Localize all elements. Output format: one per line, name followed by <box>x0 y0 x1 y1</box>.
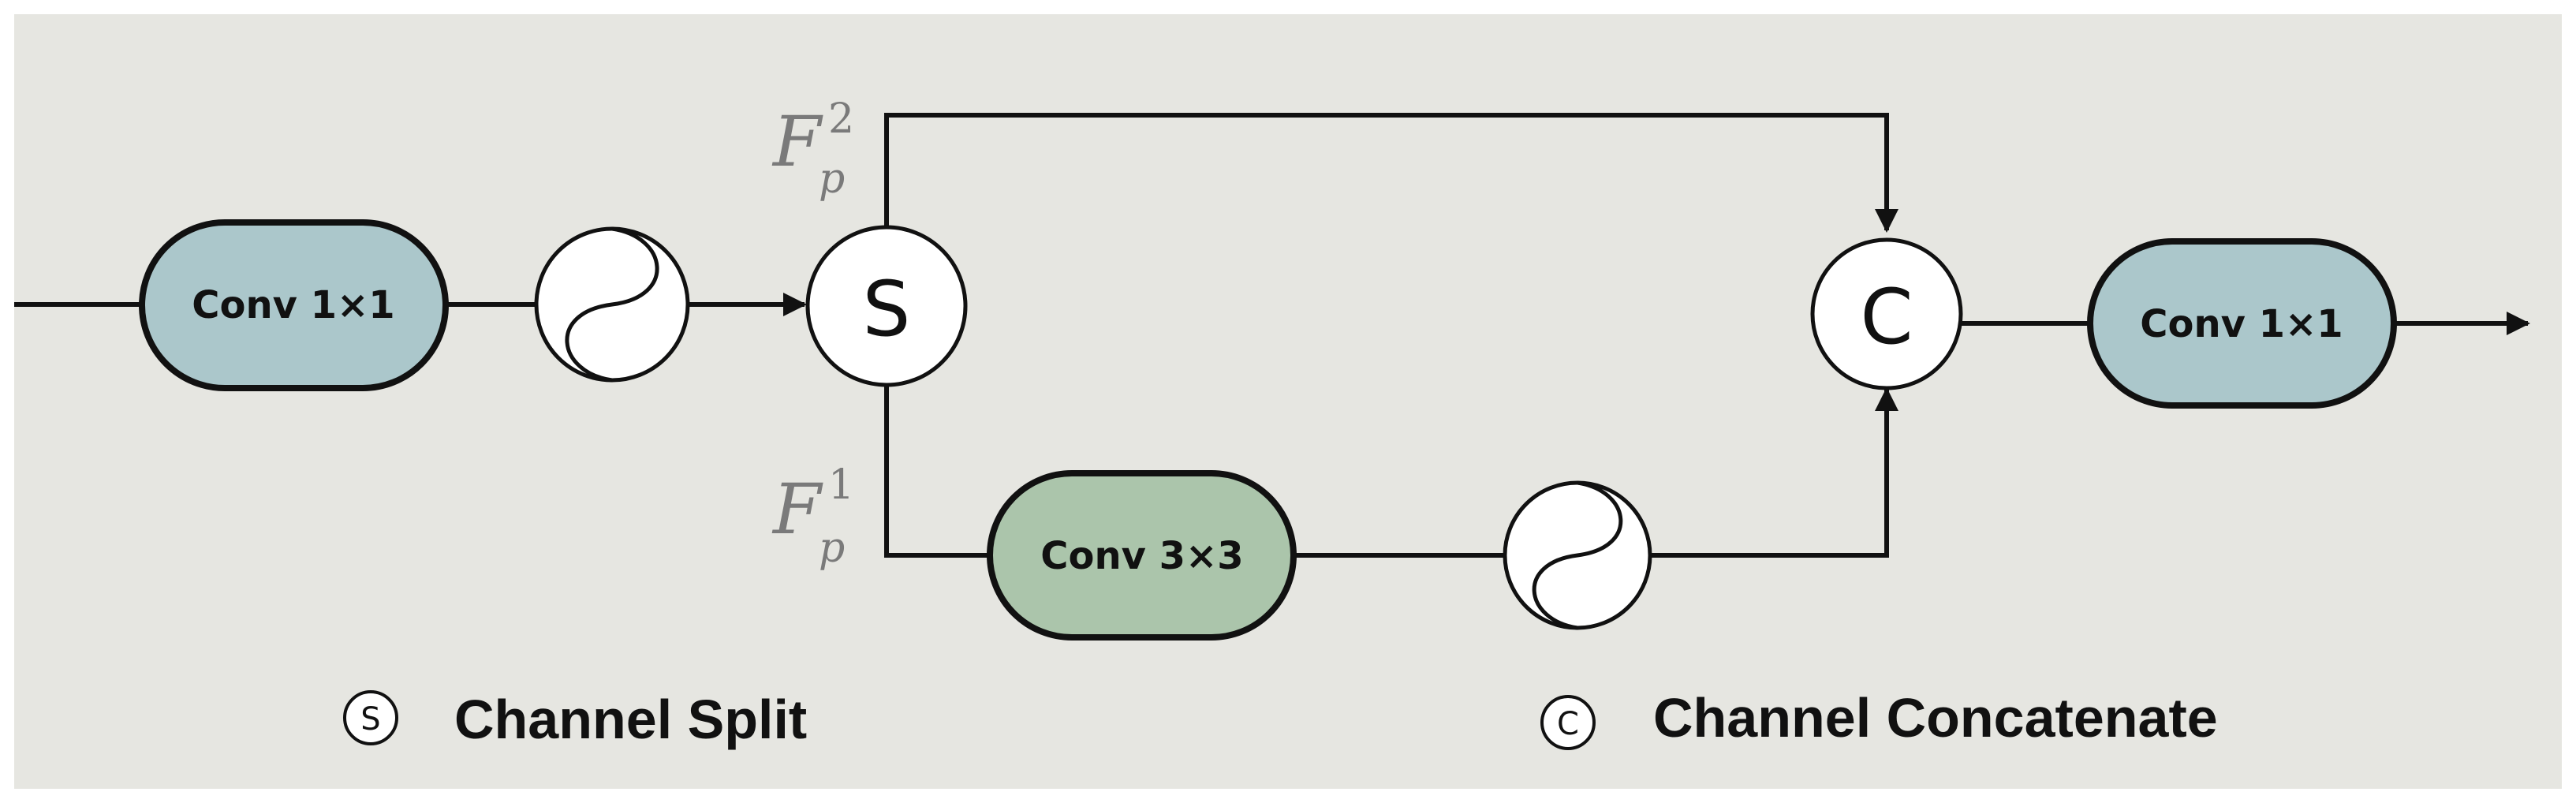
conv-1x1-output-box <box>2087 238 2397 409</box>
legend-split-letter: S <box>360 701 380 738</box>
activation-icon-1 <box>534 226 690 383</box>
upper-branch-subscript: p <box>819 155 845 203</box>
legend-split-text: Channel Split <box>454 689 807 750</box>
activation-curve-1 <box>565 226 659 383</box>
conv-3x3-label: Conv 3×3 <box>1040 534 1243 578</box>
activation-to-concat-arrow <box>1650 387 1898 558</box>
upper-branch-arrow <box>884 113 1898 233</box>
lower-branch-subscript: p <box>819 525 845 572</box>
channel-concat-node: C <box>1810 237 1963 390</box>
lower-branch-line <box>884 387 990 558</box>
conv-1x1-input-box <box>139 219 449 391</box>
legend-concat-symbol <box>1540 695 1596 750</box>
activation-icon-2 <box>1503 480 1652 630</box>
concat-letter: C <box>1860 273 1913 361</box>
conv-3x3-box <box>987 470 1297 641</box>
conv-1x1-input-label: Conv 1×1 <box>192 283 394 327</box>
split-letter: S <box>863 265 911 353</box>
conv-1x1-output-label: Conv 1×1 <box>2140 302 2343 346</box>
upper-branch-label: F 2 p <box>771 95 854 203</box>
conv-1x1-input-block: Conv 1×1 <box>139 219 449 391</box>
legend-split-symbol <box>343 690 398 745</box>
legend-concat: C Channel Concatenate <box>1540 687 2218 750</box>
channel-split-node: S <box>805 225 968 387</box>
lower-branch-base: F <box>771 469 823 550</box>
upper-branch-superscript: 2 <box>828 95 854 143</box>
concat-circle <box>1810 237 1963 390</box>
legend-concat-letter: C <box>1557 706 1579 742</box>
conv-3x3-block: Conv 3×3 <box>987 470 1297 641</box>
conv-1x1-output-block: Conv 1×1 <box>2087 238 2397 409</box>
diagram-background <box>14 14 2562 789</box>
upper-branch-base: F <box>771 101 823 182</box>
activation-curve-2 <box>1532 480 1623 630</box>
split-circle <box>805 225 968 387</box>
lower-branch-label: F 1 p <box>771 461 854 572</box>
lower-branch-superscript: 1 <box>828 461 854 509</box>
legend-split: S Channel Split <box>343 689 807 750</box>
legend-concat-text: Channel Concatenate <box>1653 687 2218 749</box>
